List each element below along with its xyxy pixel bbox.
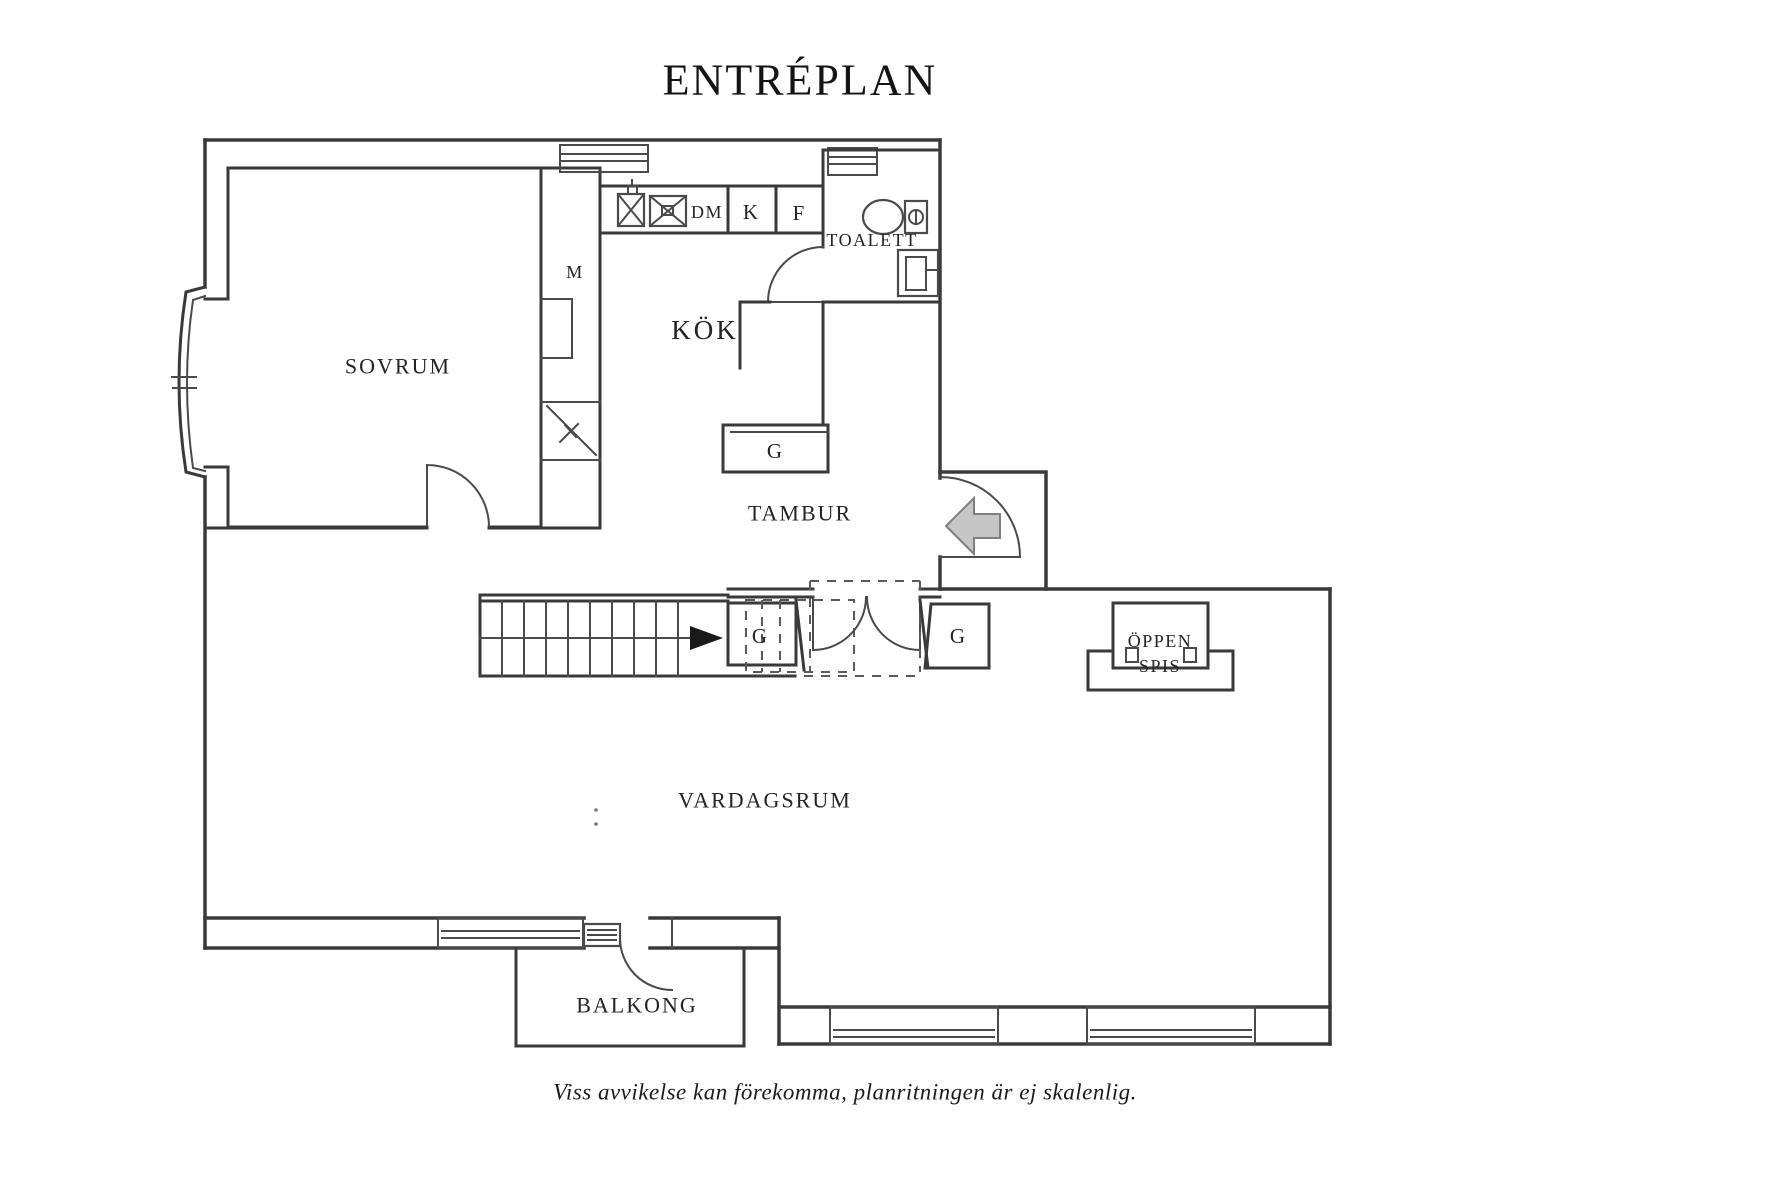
room-label-fireplace-1: ÖPPEN: [1128, 631, 1193, 651]
kitchen-sink-large: [648, 194, 688, 228]
windows-top: [559, 144, 878, 176]
bedroom-door: [425, 463, 491, 529]
room-label-hall: TAMBUR: [748, 501, 852, 526]
hall-closet-right: [923, 602, 991, 670]
entry-door: [938, 475, 1022, 559]
appliance-label-fridge: K: [743, 200, 759, 224]
toilet-bowl-icon: [861, 198, 905, 236]
wardrobe-label-hall-right: G: [950, 624, 966, 648]
room-label-kitchen: KÖK: [671, 315, 739, 345]
entry: [938, 475, 1022, 559]
hall-walls: [203, 300, 830, 530]
appliance-label-freezer: F: [793, 201, 806, 225]
plan-mark: [594, 822, 598, 826]
kitchen-closet: [721, 423, 830, 474]
disclaimer-text: Viss avvikelse kan förekomma, planritnin…: [553, 1080, 1137, 1105]
double-doors: [811, 595, 922, 652]
hall-closets: [726, 580, 991, 677]
bay-window-inner: [186, 294, 207, 473]
toilet-door: [766, 245, 825, 304]
entry-arrow-icon: [944, 495, 1001, 557]
room-label-living-room: VARDAGSRUM: [678, 788, 852, 813]
kitchen-window: [559, 144, 649, 173]
stair-direction-arrow: [690, 626, 723, 650]
livingroom-window-1: [829, 1006, 999, 1045]
exterior-walls: [171, 138, 1332, 1046]
bottom-openings: [437, 917, 1256, 1048]
staircase: [478, 593, 797, 678]
toilet-window: [827, 147, 878, 176]
balcony-door-leaf: [582, 922, 622, 948]
toilet-sink-icon: [896, 248, 940, 298]
bay-window-outer: [177, 285, 207, 479]
service-column: [539, 166, 602, 529]
fireplace: [1086, 601, 1235, 692]
toilet-cistern-icon: [903, 199, 929, 235]
wardrobe-label-hall-left: G: [752, 624, 768, 648]
hatch-symbol: [545, 404, 598, 457]
livingroom-window-3: [437, 917, 584, 949]
toilet-room: [766, 148, 942, 304]
balcony-door-swing: [618, 917, 674, 992]
room-label-toilet: TOALETT: [826, 230, 917, 250]
room-label-balcony: BALKONG: [576, 993, 698, 1018]
appliance-label-dishwasher: DM: [691, 202, 723, 222]
plan-mark: [594, 808, 598, 812]
bedroom-walls: [203, 166, 543, 529]
page-title: ENTRÉPLAN: [663, 56, 938, 105]
balcony-rail: [514, 946, 746, 1048]
room-label-fireplace-2: SPIS: [1139, 656, 1181, 676]
wardrobe-label-kitchen: G: [767, 439, 783, 463]
label-meter: M: [566, 262, 584, 282]
room-label-bedroom: SOVRUM: [345, 354, 451, 379]
livingroom-window-2: [1086, 1006, 1256, 1045]
